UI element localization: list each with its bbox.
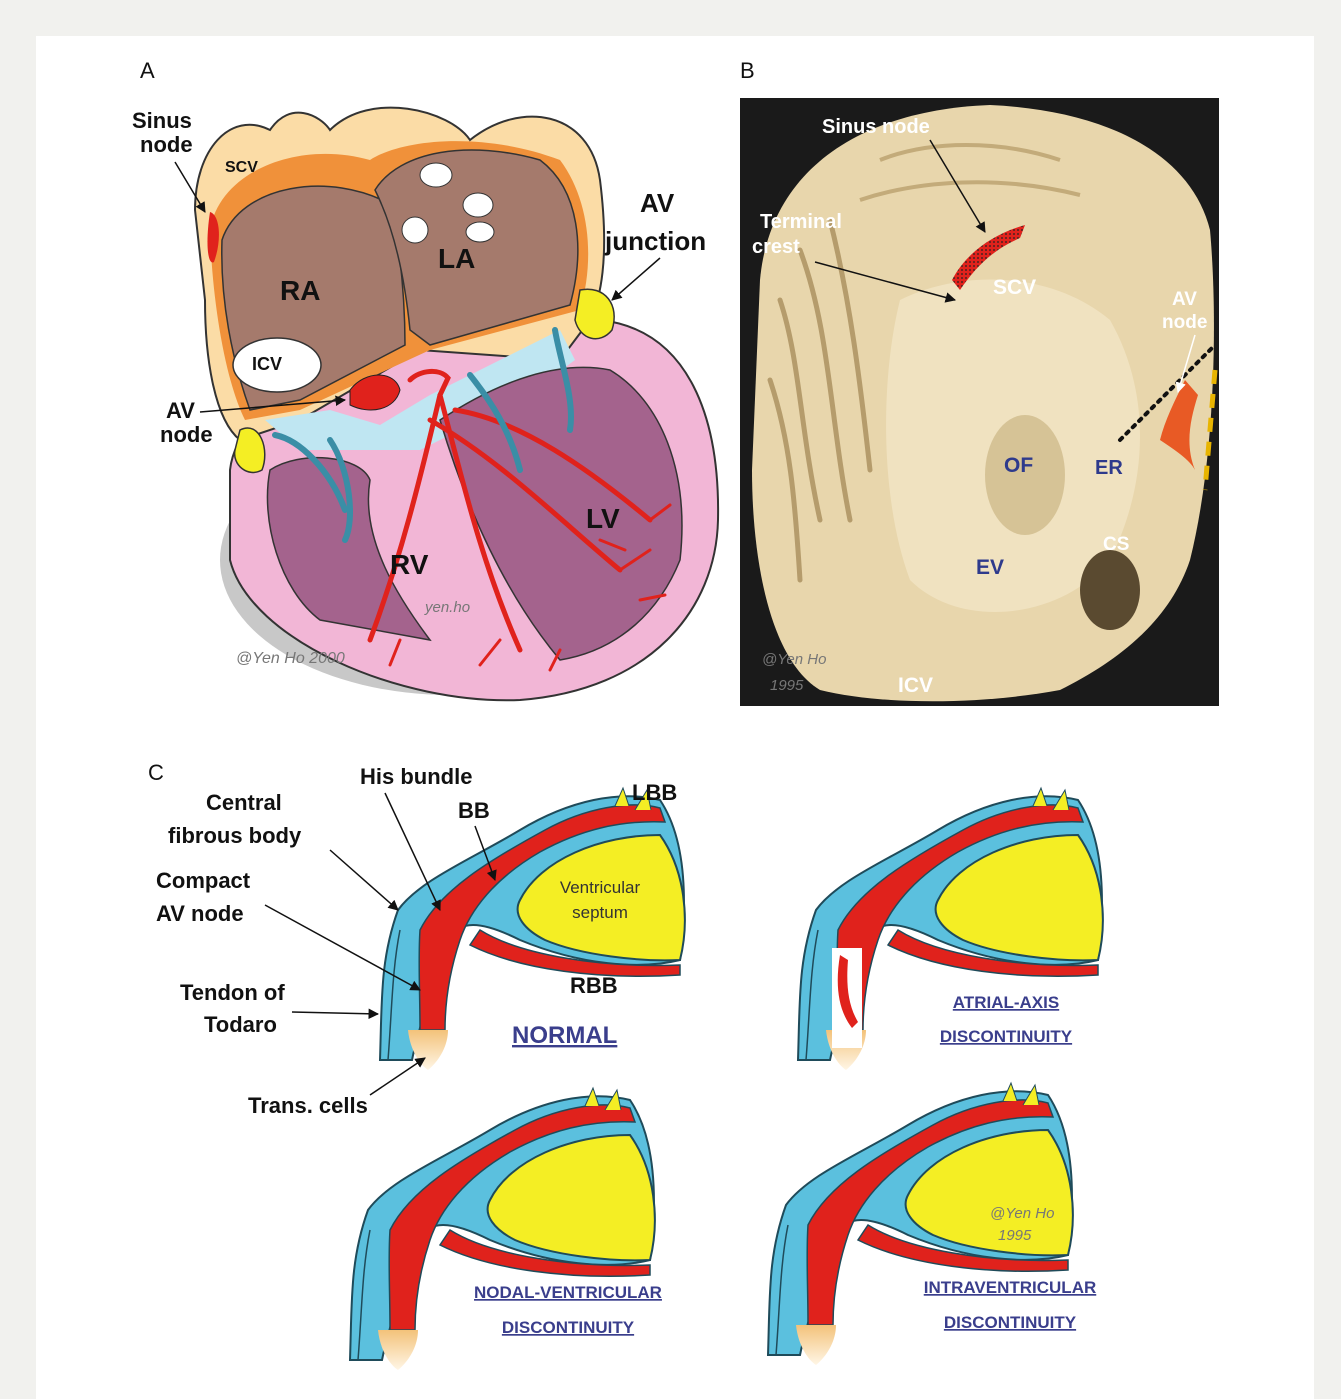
sinus-node-photo-label: Sinus node <box>822 116 930 138</box>
pulmonary-vein <box>420 163 452 187</box>
la-label: LA <box>438 243 475 274</box>
normal-title: NORMAL <box>512 1022 617 1049</box>
ev-label: EV <box>976 556 1004 579</box>
rbb-label: RBB <box>570 973 618 998</box>
trans-cells-label: Trans. cells <box>248 1093 368 1118</box>
panel-b-letter: B <box>740 58 755 83</box>
icv-photo-label: ICV <box>898 674 933 697</box>
av-junction-fat <box>575 289 614 338</box>
scv-label: SCV <box>225 159 258 176</box>
ra-label: RA <box>280 275 320 306</box>
copyright-a: @Yen Ho 2000 <box>236 650 345 667</box>
cfb-pointer <box>330 850 398 910</box>
bb-label: BB <box>458 798 490 823</box>
rv-label: RV <box>390 549 429 580</box>
his-bundle-pointer <box>385 793 440 910</box>
lv-label: LV <box>586 503 620 534</box>
watermark: yen.ho <box>424 599 470 616</box>
scv-photo-label: SCV <box>993 276 1036 299</box>
his-bundle-label: His bundle <box>360 764 472 789</box>
pulmonary-vein <box>402 217 428 243</box>
pulmonary-vein <box>463 193 493 217</box>
cs-label: CS <box>1103 534 1129 555</box>
pulmonary-vein <box>466 222 494 242</box>
trans-cells-pointer <box>370 1058 425 1095</box>
panel-a: A <box>132 58 718 700</box>
lbb-label: LBB <box>632 780 677 805</box>
tendon-pointer <box>292 1012 378 1014</box>
cs-opening <box>1080 550 1140 630</box>
panel-a-letter: A <box>140 58 155 83</box>
transitional-cells <box>408 1030 448 1070</box>
of-label: OF <box>1004 454 1033 477</box>
icv-label: ICV <box>252 354 282 374</box>
er-label: ER <box>1095 457 1123 479</box>
panel-c-letter: C <box>148 760 164 785</box>
av-junction-pointer <box>612 258 660 300</box>
